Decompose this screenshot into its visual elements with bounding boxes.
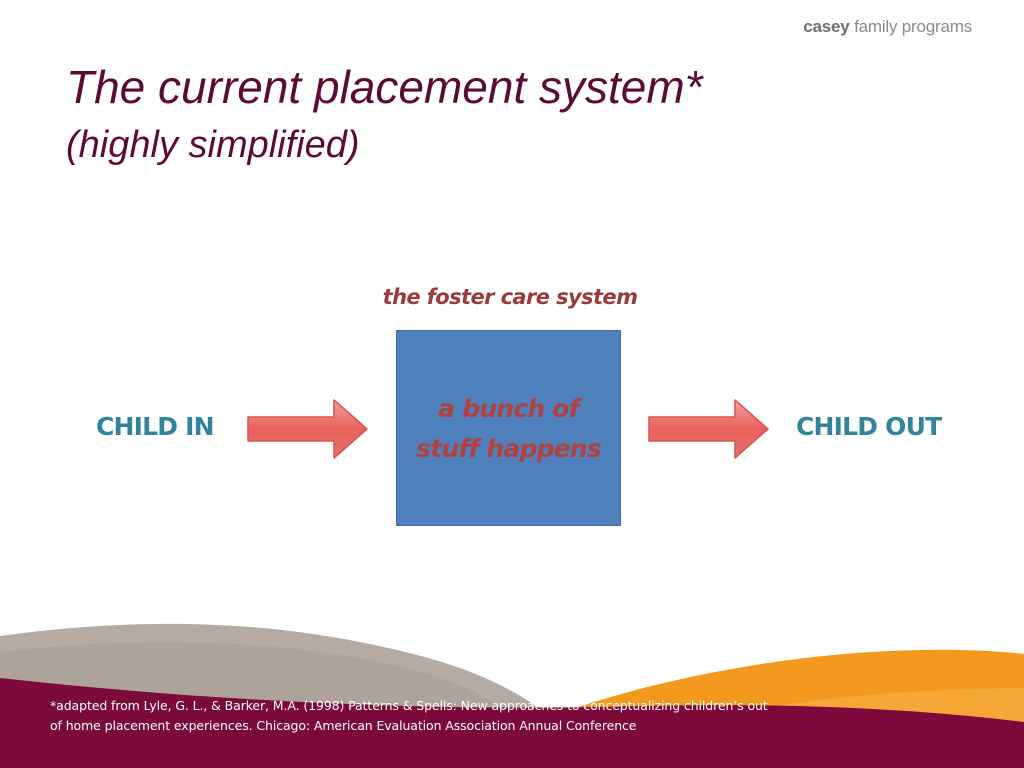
system-box-line-1: a bunch of: [438, 394, 579, 423]
footnote-line-1: *adapted from Lyle, G. L., & Barker, M.A…: [50, 698, 768, 713]
logo-brand-rest: family programs: [854, 17, 972, 36]
system-box: a bunch of stuff happens: [396, 330, 621, 526]
slide-subtitle: (highly simplified): [66, 124, 360, 166]
footnote-citation: *adapted from Lyle, G. L., & Barker, M.A…: [50, 696, 880, 736]
logo-brand-bold: casey: [803, 17, 850, 36]
arrow-right-icon-in: [247, 399, 368, 459]
slide-title: The current placement system*: [66, 61, 703, 113]
casey-family-programs-logo: casey family programs: [803, 17, 972, 37]
child-in-label: CHILD IN: [96, 412, 215, 441]
system-label: the foster care system: [382, 285, 638, 309]
wave-maroon: [0, 678, 1024, 768]
system-box-line-2: stuff happens: [416, 434, 602, 463]
footnote-line-2: of home placement experiences. Chicago: …: [50, 718, 637, 733]
system-box-text: a bunch of stuff happens: [397, 389, 620, 469]
arrow-right-icon-out: [648, 399, 769, 459]
child-out-label: CHILD OUT: [796, 412, 942, 441]
